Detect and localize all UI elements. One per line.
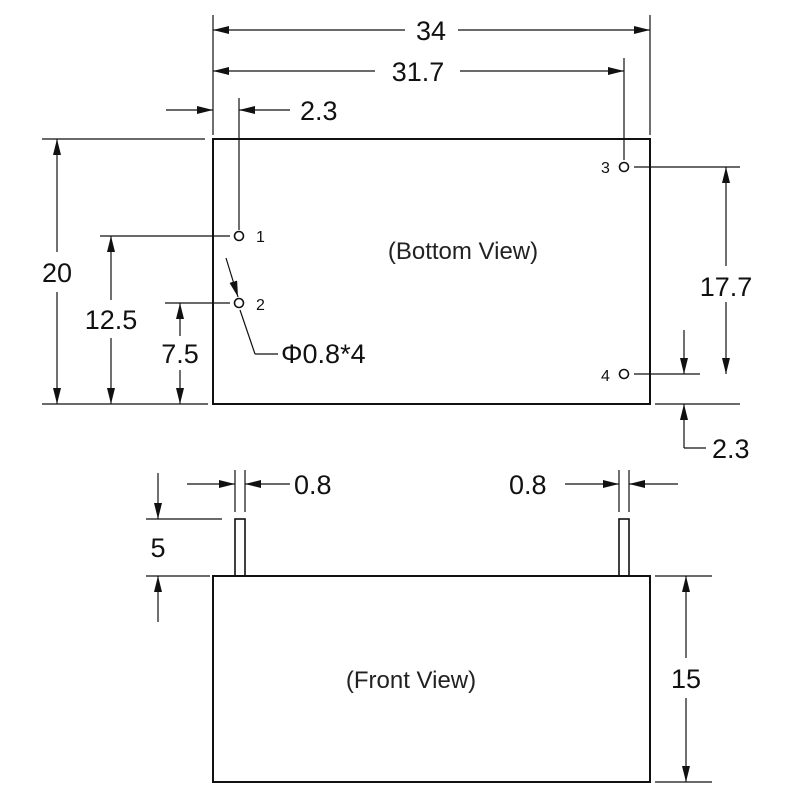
dim-15-text: 15 bbox=[671, 664, 701, 694]
pin-3-hole bbox=[618, 161, 630, 173]
dimension-pin2-height: 7.5 bbox=[161, 302, 230, 404]
dimension-pin-width-left: 0.8 bbox=[187, 470, 332, 512]
dim-17-7-text: 17.7 bbox=[700, 272, 753, 302]
dimension-pin-offset-left: 2.3 bbox=[166, 96, 338, 126]
dim-7-5-text: 7.5 bbox=[161, 339, 199, 369]
pin-3-label: 3 bbox=[601, 160, 610, 177]
bottom-view-label: (Bottom View) bbox=[388, 238, 538, 265]
dim-2-3-left-text: 2.3 bbox=[300, 96, 338, 126]
pin-4-label: 4 bbox=[601, 368, 610, 385]
dim-31-7-text: 31.7 bbox=[392, 57, 445, 87]
dim-pin-diameter-text: Φ0.8*4 bbox=[281, 339, 366, 369]
pin-4-hole bbox=[618, 368, 630, 380]
pin-2-hole bbox=[233, 297, 245, 309]
dimension-overall-length: 34 bbox=[212, 15, 651, 135]
dim-0-8-right-text: 0.8 bbox=[509, 470, 547, 500]
dimension-overall-height: 20 bbox=[42, 138, 208, 405]
dim-0-8-left-text: 0.8 bbox=[294, 470, 332, 500]
dim-34-text: 34 bbox=[416, 16, 446, 46]
pin-1-label: 1 bbox=[256, 229, 265, 246]
dimension-pin-length: 5 bbox=[146, 473, 222, 622]
dim-2-3-bottom-text: 2.3 bbox=[712, 434, 750, 464]
front-left-pin bbox=[234, 518, 246, 577]
bottom-view-body bbox=[212, 138, 651, 405]
dimension-pin-offset-bottom: 2.3 bbox=[655, 330, 750, 464]
dim-5-text: 5 bbox=[150, 533, 165, 563]
front-view-label: (Front View) bbox=[346, 667, 476, 694]
dim-12-5-text: 12.5 bbox=[85, 305, 138, 335]
dimension-pin-span-height: 17.7 bbox=[634, 166, 753, 375]
dimension-pin-span-length: 31.7 bbox=[213, 57, 625, 230]
front-view-body bbox=[212, 575, 651, 783]
dimension-pin-width-right: 0.8 bbox=[509, 470, 678, 512]
dimension-pin1-height: 12.5 bbox=[85, 235, 230, 404]
pin-2-label: 2 bbox=[256, 297, 265, 314]
dimension-pin-diameter: Φ0.8*4 bbox=[225, 257, 366, 369]
front-right-pin bbox=[618, 518, 630, 577]
pin-1-hole bbox=[233, 230, 245, 242]
dim-20-text: 20 bbox=[42, 258, 72, 288]
dimension-body-height: 15 bbox=[655, 575, 712, 783]
